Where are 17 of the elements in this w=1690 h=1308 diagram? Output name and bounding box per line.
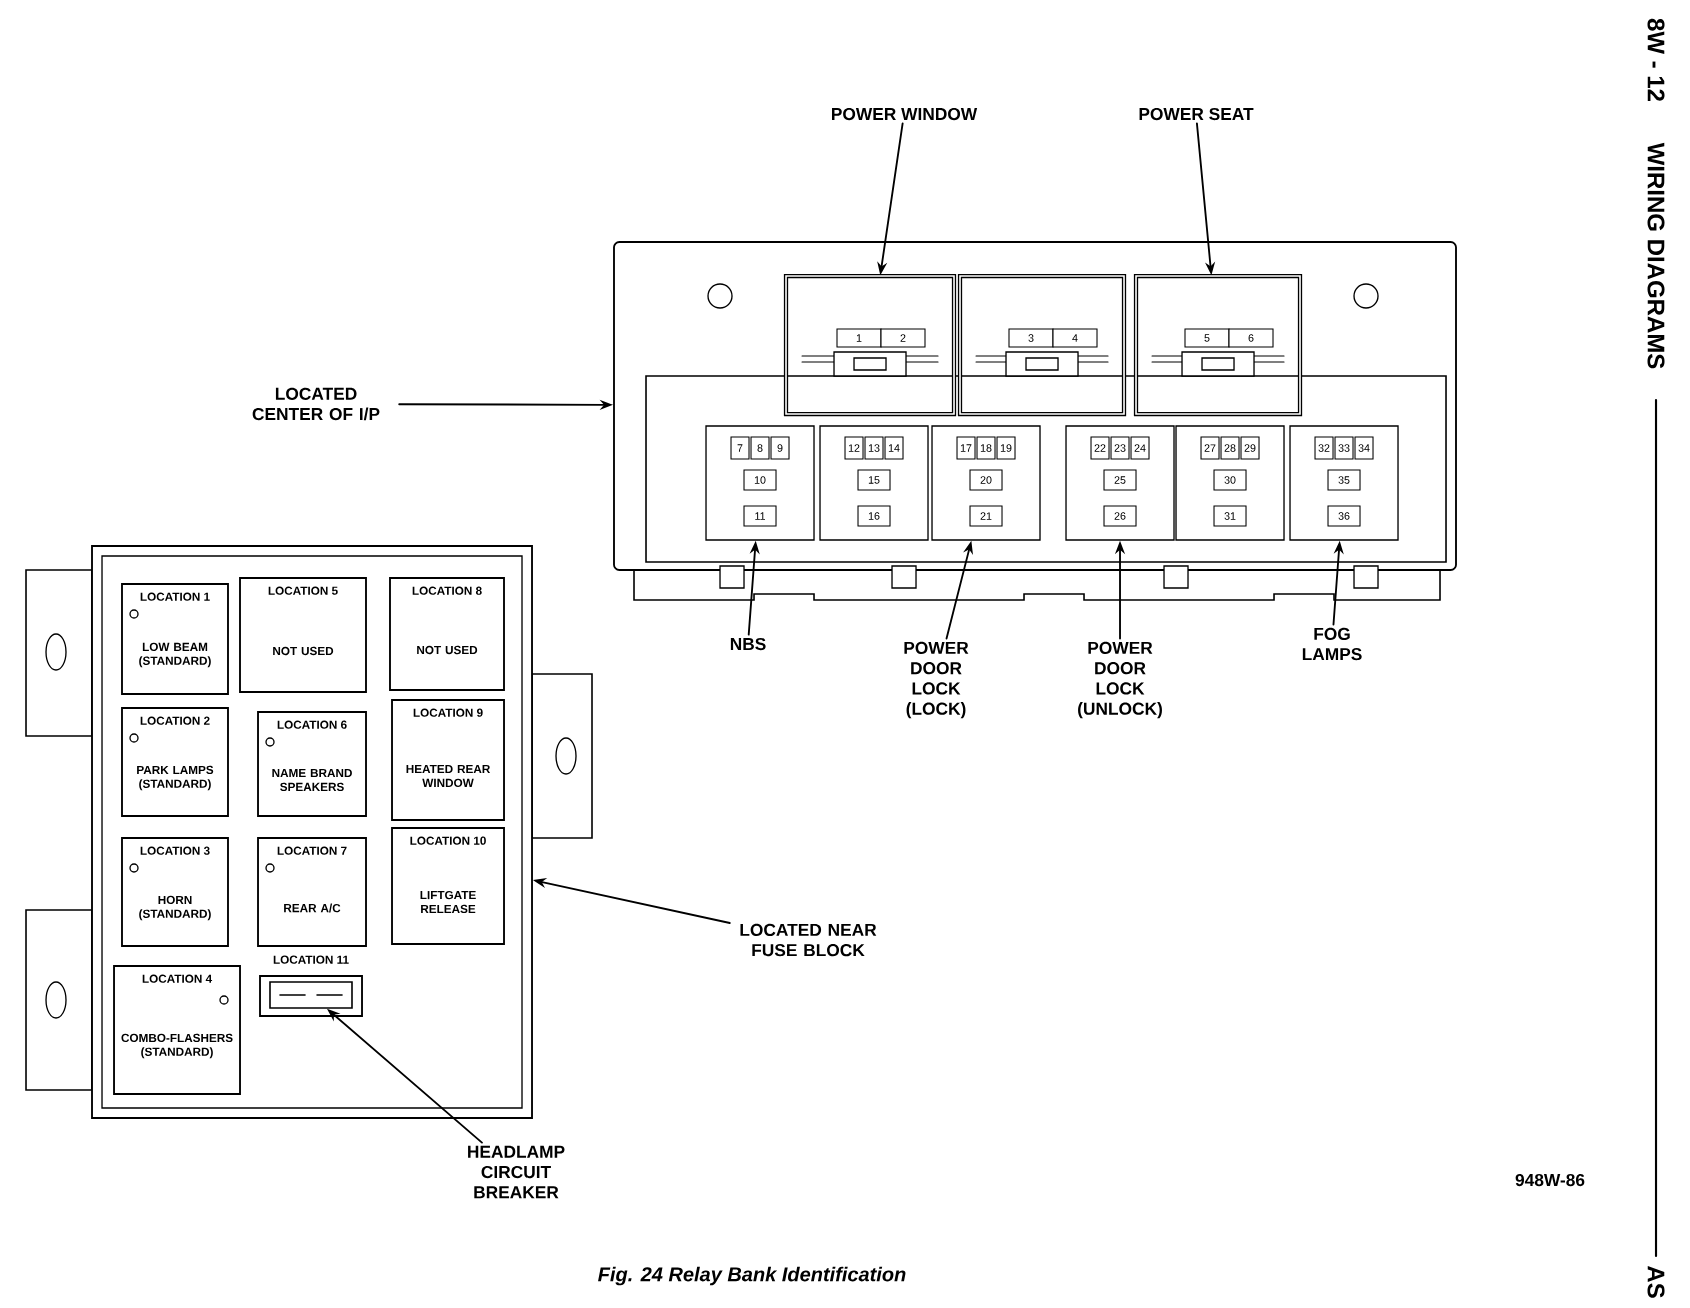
- callout-label: LOCATED CENTER OF I/P: [252, 387, 380, 421]
- drawing-number: 948W-86: [1515, 1173, 1585, 1187]
- page-number: 8W - 12: [1647, 18, 1665, 102]
- relay-bank-drawing: [613, 241, 1457, 601]
- callout-label: POWER WINDOW: [832, 107, 978, 121]
- callout-label: LOCATED NEAR FUSE BLOCK: [740, 923, 877, 957]
- callout-label: NBS: [730, 637, 766, 651]
- figure-caption: Fig. 24 Relay Bank Identification: [598, 1266, 906, 1286]
- callout-label: POWER DOOR LOCK (UNLOCK): [1078, 641, 1162, 719]
- callout-label: FOG LAMPS: [1302, 627, 1362, 661]
- circuit-breaker: [269, 981, 353, 1009]
- section-code: AS: [1647, 1265, 1665, 1298]
- callout-label: POWER SEAT: [1139, 107, 1254, 121]
- relay-block-drawing: [25, 545, 593, 1119]
- callout-label: HEADLAMP CIRCUIT BREAKER: [468, 1145, 565, 1199]
- callout-label: POWER DOOR LOCK (LOCK): [904, 641, 969, 719]
- section-title: WIRING DIAGRAMS: [1647, 142, 1665, 369]
